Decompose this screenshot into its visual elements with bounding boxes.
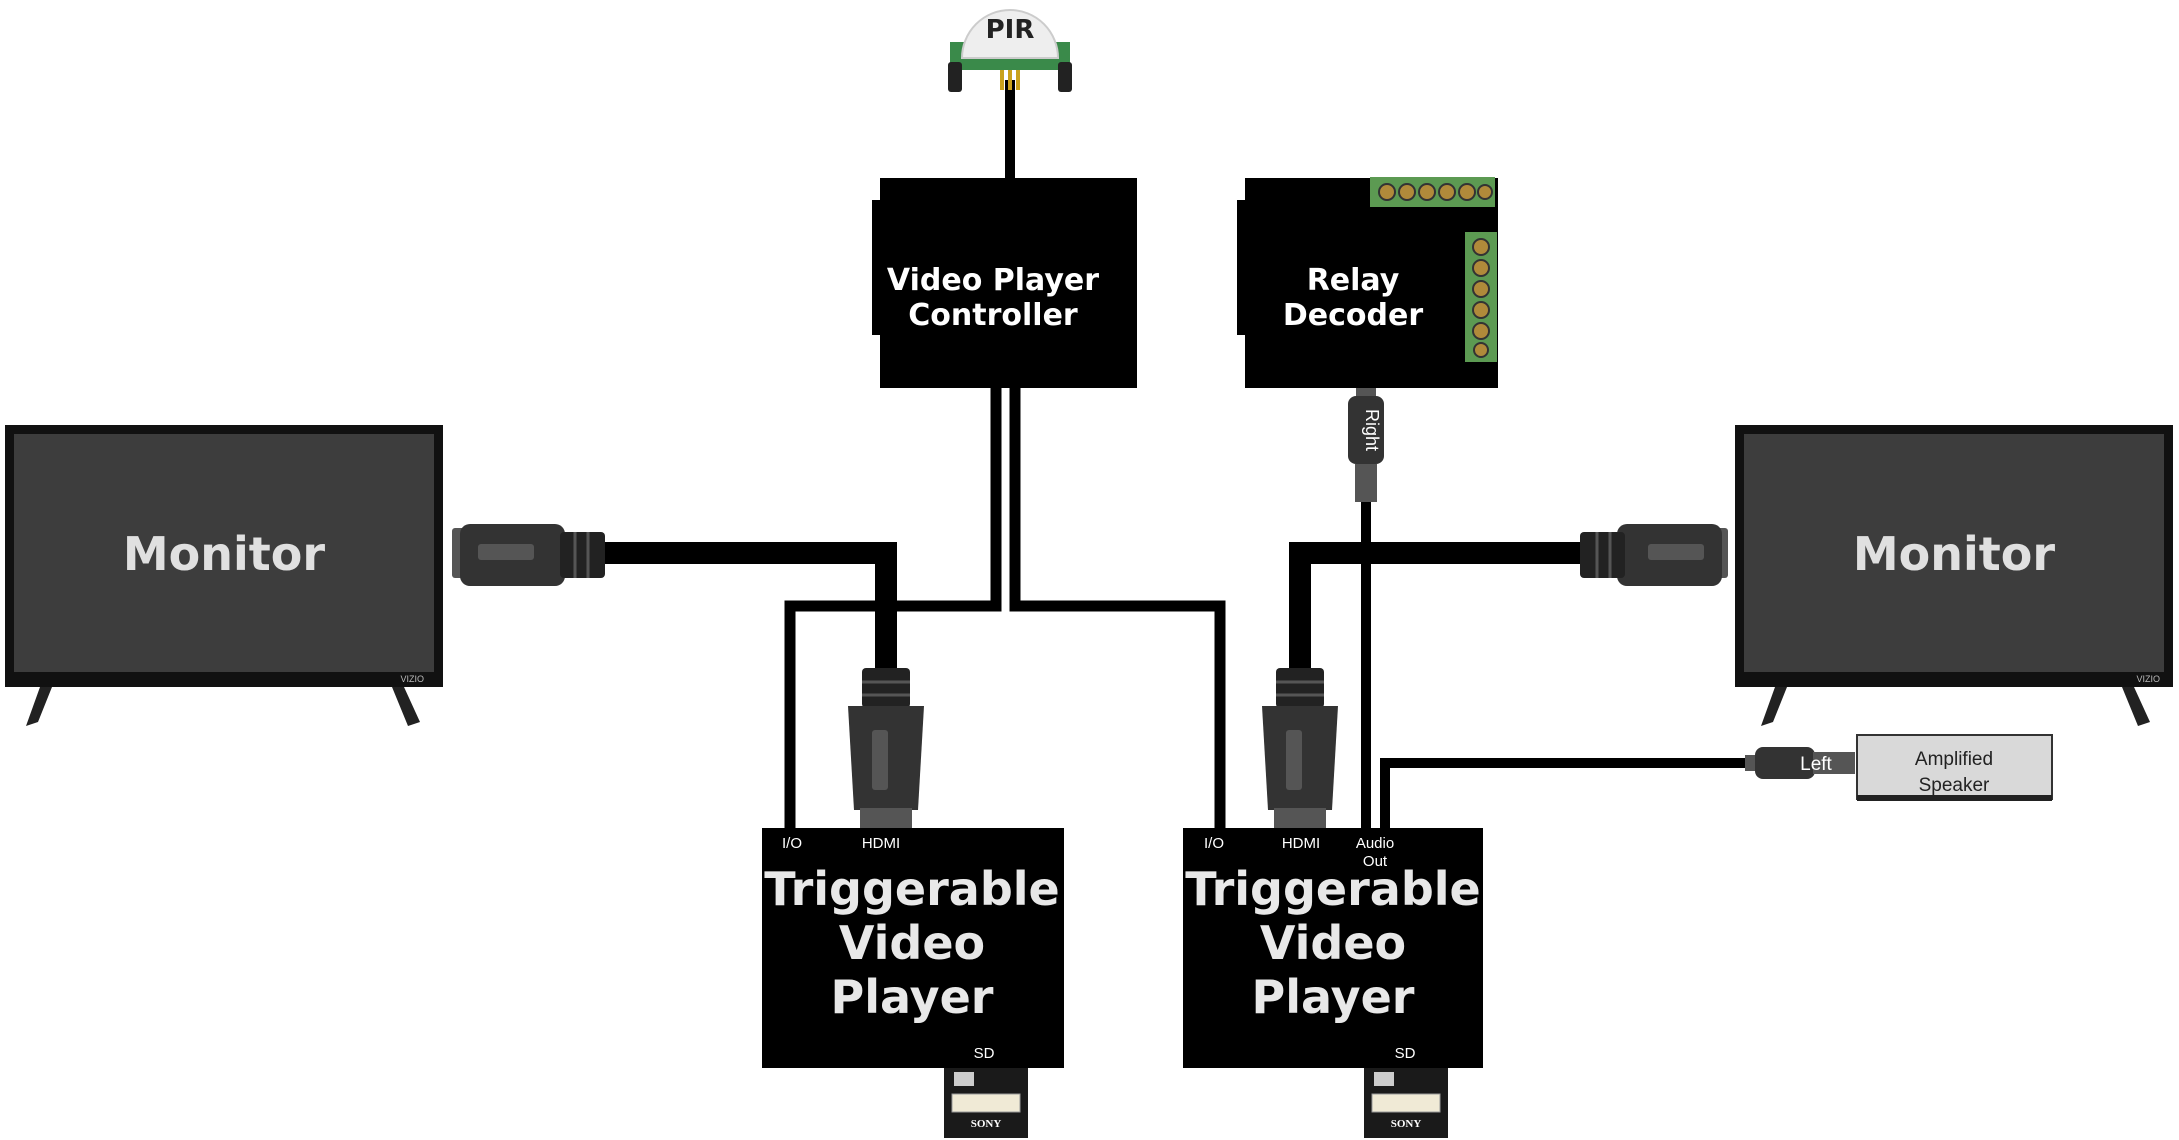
- player-right-box: [1183, 828, 1483, 1068]
- pir-sensor: PIR: [948, 9, 1072, 92]
- wires: [594, 80, 1755, 836]
- monitor-right-screen: [1744, 434, 2164, 672]
- hdmi-connector-left-player: [848, 668, 924, 828]
- player-right-port-audio-line1: Audio: [1356, 835, 1394, 852]
- player-left-line1: Triggerable: [764, 862, 1059, 916]
- player-right-line1: Triggerable: [1185, 862, 1480, 916]
- sd-card-left: SONY: [944, 1068, 1028, 1138]
- amplified-speaker: Amplified Speaker: [1856, 734, 2053, 801]
- player-right-port-sd: SD: [1395, 1045, 1416, 1062]
- audio-jack-left-body: [1755, 747, 1815, 779]
- video-player-controller: Video Player Controller: [872, 178, 1137, 388]
- player-left-line3: Player: [831, 970, 994, 1024]
- wire-audio-left: [1380, 758, 1755, 835]
- monitor-right-label: Monitor: [1853, 527, 2055, 581]
- relay-label-line1: Relay: [1307, 263, 1400, 298]
- monitor-right-leg-left: [1761, 687, 1787, 726]
- player-right-line3: Player: [1252, 970, 1415, 1024]
- audio-jack-left: Left: [1745, 747, 1855, 779]
- pir-dome: [960, 9, 1060, 59]
- monitor-left-leg-right: [392, 687, 420, 726]
- monitor-right-brand: VIZIO: [2136, 674, 2160, 684]
- player-right-port-io: I/O: [1204, 835, 1224, 852]
- wire-hdmi-left: [594, 542, 897, 679]
- player-left-port-hdmi: HDMI: [862, 835, 900, 852]
- pir-label: PIR: [986, 15, 1035, 45]
- audio-right-label: Right: [1362, 409, 1382, 451]
- monitor-right-leg-right: [2122, 687, 2150, 726]
- relay-terminal-top: [1370, 177, 1495, 207]
- audio-jack-right: Right: [1348, 388, 1384, 502]
- player-left-port-io: I/O: [782, 835, 802, 852]
- controller-box: [872, 178, 1137, 388]
- relay-label-line2: Decoder: [1283, 298, 1423, 333]
- relay-decoder: Relay Decoder: [1237, 177, 1498, 388]
- controller-label-line1: Video Player: [887, 263, 1099, 298]
- player-left-line2: Video: [839, 916, 985, 970]
- wire-io-left: [784, 382, 1002, 836]
- video-player-left: I/O HDMI Triggerable Video Player SD: [762, 828, 1064, 1068]
- hdmi-connector-right-monitor: [1580, 524, 1728, 586]
- relay-terminal-side: [1465, 232, 1497, 362]
- monitor-left-brand: VIZIO: [400, 674, 424, 684]
- monitor-right: Monitor VIZIO: [1735, 425, 2173, 726]
- player-right-port-hdmi: HDMI: [1282, 835, 1320, 852]
- monitor-left-label: Monitor: [123, 527, 325, 581]
- player-right-line2: Video: [1260, 916, 1406, 970]
- player-right-port-audio-line2: Out: [1363, 853, 1388, 870]
- monitor-left: Monitor VIZIO: [5, 425, 443, 726]
- player-left-box: [762, 828, 1064, 1068]
- sd-card-right-brand: SONY: [1391, 1118, 1422, 1130]
- monitor-left-leg-left: [26, 687, 52, 726]
- speaker-label-line1: Amplified: [1915, 749, 1993, 770]
- wire-io-right: [1009, 382, 1226, 836]
- player-left-port-sd: SD: [974, 1045, 995, 1062]
- controller-label-line2: Controller: [908, 298, 1078, 333]
- sd-card-right: SONY: [1364, 1068, 1448, 1138]
- hdmi-connector-right-player: [1262, 668, 1338, 828]
- hdmi-connector-left-monitor: [452, 524, 605, 586]
- audio-left-label: Left: [1800, 754, 1832, 775]
- sd-card-left-brand: SONY: [971, 1118, 1002, 1130]
- wire-hdmi-right: [1289, 542, 1593, 679]
- speaker-box: [1856, 734, 2053, 800]
- relay-box: [1237, 178, 1498, 388]
- audio-jack-right-body: [1348, 396, 1384, 464]
- video-player-right: I/O HDMI Audio Out Triggerable Video Pla…: [1183, 828, 1483, 1068]
- monitor-left-screen: [14, 434, 434, 672]
- speaker-label-line2: Speaker: [1919, 775, 1990, 796]
